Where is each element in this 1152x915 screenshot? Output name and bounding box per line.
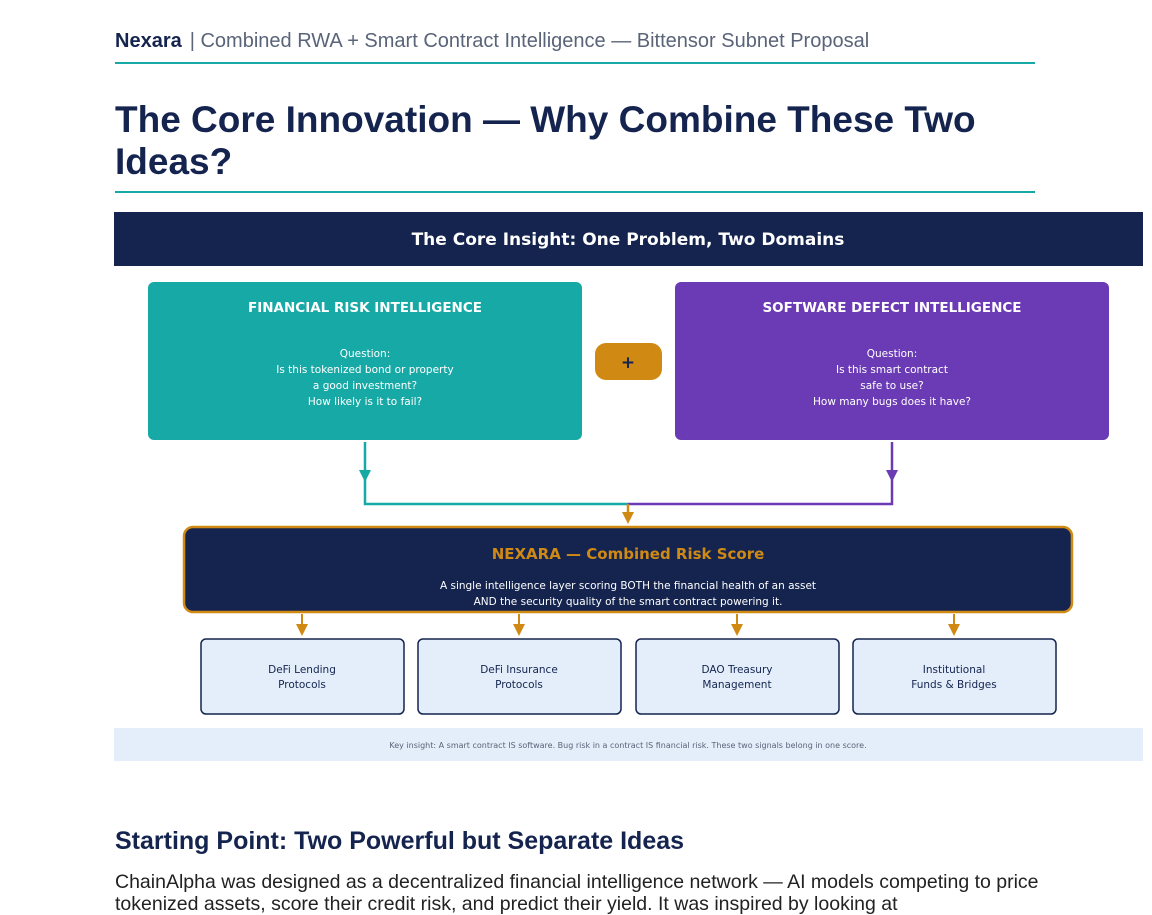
financial-risk-question-line: Is this tokenized bond or property — [276, 364, 453, 376]
software-defect-box — [675, 282, 1109, 440]
diagram-banner-title: The Core Insight: One Problem, Two Domai… — [412, 230, 845, 250]
nexara-score-box — [182, 525, 1074, 614]
teal-connector — [363, 442, 628, 506]
document-header: Nexara | Combined RWA + Smart Contract In… — [115, 30, 1035, 64]
target-label: DeFi Lending — [268, 664, 336, 676]
financial-risk-question-line: a good investment? — [313, 380, 417, 392]
plus-badge — [595, 343, 662, 380]
target-label: Management — [702, 679, 771, 691]
target-arrow-head — [731, 624, 743, 636]
software-defect-question-line: How many bugs does it have? — [813, 396, 971, 408]
financial-risk-question-label: Question: — [340, 348, 391, 360]
target-label: Institutional — [923, 664, 986, 676]
target-label: Protocols — [495, 679, 543, 691]
section-body: ChainAlpha was designed as a decentraliz… — [115, 871, 1039, 915]
software-defect-question-line: safe to use? — [860, 380, 923, 392]
target-arrow-head — [296, 624, 308, 636]
section-title: Starting Point: Two Powerful but Separat… — [115, 827, 685, 855]
financial-risk-title: FINANCIAL RISK INTELLIGENCE — [248, 300, 482, 316]
target-label: DAO Treasury — [701, 664, 772, 676]
financial-risk-question-line: How likely is it to fail? — [308, 396, 422, 408]
page-title: The Core Innovation — Why Combine These … — [115, 99, 1035, 193]
brand-name: Nexara — [115, 30, 182, 52]
target-label: Funds & Bridges — [911, 679, 996, 691]
purple-arrow-head — [886, 470, 898, 482]
software-defect-question-line: Is this smart contract — [836, 364, 948, 376]
target-arrow-head — [513, 624, 525, 636]
target-box-defi-lending — [200, 638, 405, 715]
target-label: DeFi Insurance — [480, 664, 558, 676]
target-box-dao-treasury — [635, 638, 840, 715]
core-insight-diagram: The Core Insight: One Problem, Two Domai… — [114, 212, 1143, 761]
teal-arrow-head — [359, 470, 371, 482]
software-defect-title: SOFTWARE DEFECT INTELLIGENCE — [762, 300, 1021, 316]
plus-label: + — [621, 353, 635, 373]
key-insight-strip — [114, 728, 1143, 761]
target-arrow-head — [948, 624, 960, 636]
financial-risk-box — [148, 282, 582, 440]
purple-connector — [628, 442, 894, 506]
nexara-score-title: NEXARA — Combined Risk Score — [492, 545, 765, 563]
target-label: Protocols — [278, 679, 326, 691]
diagram-banner — [114, 212, 1143, 266]
nexara-score-line: A single intelligence layer scoring BOTH… — [440, 580, 816, 592]
header-subtitle: | Combined RWA + Smart Contract Intellig… — [189, 30, 870, 52]
key-insight-note: Key insight: A smart contract IS softwar… — [389, 741, 866, 750]
target-box-defi-insurance — [417, 638, 622, 715]
software-defect-question-label: Question: — [867, 348, 918, 360]
nexara-score-line: AND the security quality of the smart co… — [474, 596, 783, 608]
merge-arrow-head — [622, 512, 634, 524]
target-box-institutional — [852, 638, 1057, 715]
